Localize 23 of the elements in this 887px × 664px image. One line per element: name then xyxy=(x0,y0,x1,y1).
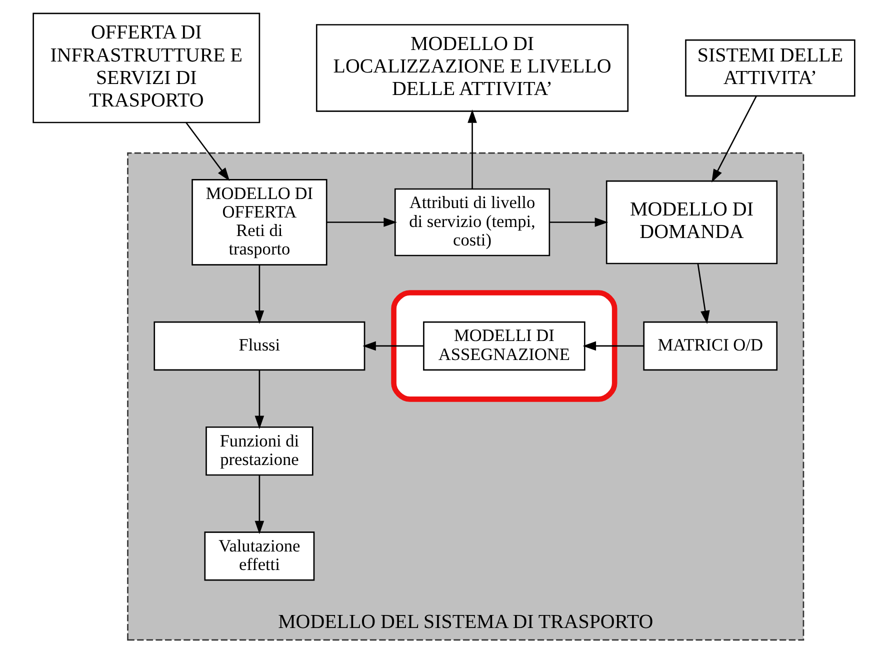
cluster xyxy=(390,290,617,402)
arrow xyxy=(711,96,756,183)
arrow xyxy=(254,475,264,534)
node-box: Flussi xyxy=(153,321,365,371)
arrow xyxy=(185,122,230,181)
node-box: SISTEMI DELLE ATTIVITA’ xyxy=(684,39,855,97)
node-box: MODELLO DI LOCALIZZAZIONE E LIVELLO DELLE ATTIVITA’ xyxy=(315,24,628,112)
arrow xyxy=(326,218,396,227)
arrow xyxy=(254,264,264,324)
node-box: MODELLO DI OFFERTA Reti di trasporto xyxy=(191,179,327,266)
node-box: Valutazione effetti xyxy=(204,532,314,581)
node-box: MATRICI O/D xyxy=(642,321,778,371)
arrow xyxy=(582,341,644,351)
arrow xyxy=(696,263,710,324)
node-box: Funzioni di prestazione xyxy=(205,426,313,476)
arrow xyxy=(548,218,608,227)
arrow xyxy=(362,341,423,351)
arrow xyxy=(254,370,264,430)
arrow xyxy=(467,110,476,189)
node-box: OFFERTA DI INFRASTRUTTURE E SERVIZI DI TRASPORTO xyxy=(32,12,260,124)
node-box: Attributi di livello di servizio (tempi, costi) xyxy=(394,188,550,256)
node-box: MODELLI DI ASSEGNAZIONE xyxy=(422,321,585,371)
node-box: MODELLO DI DOMANDA xyxy=(605,180,778,264)
